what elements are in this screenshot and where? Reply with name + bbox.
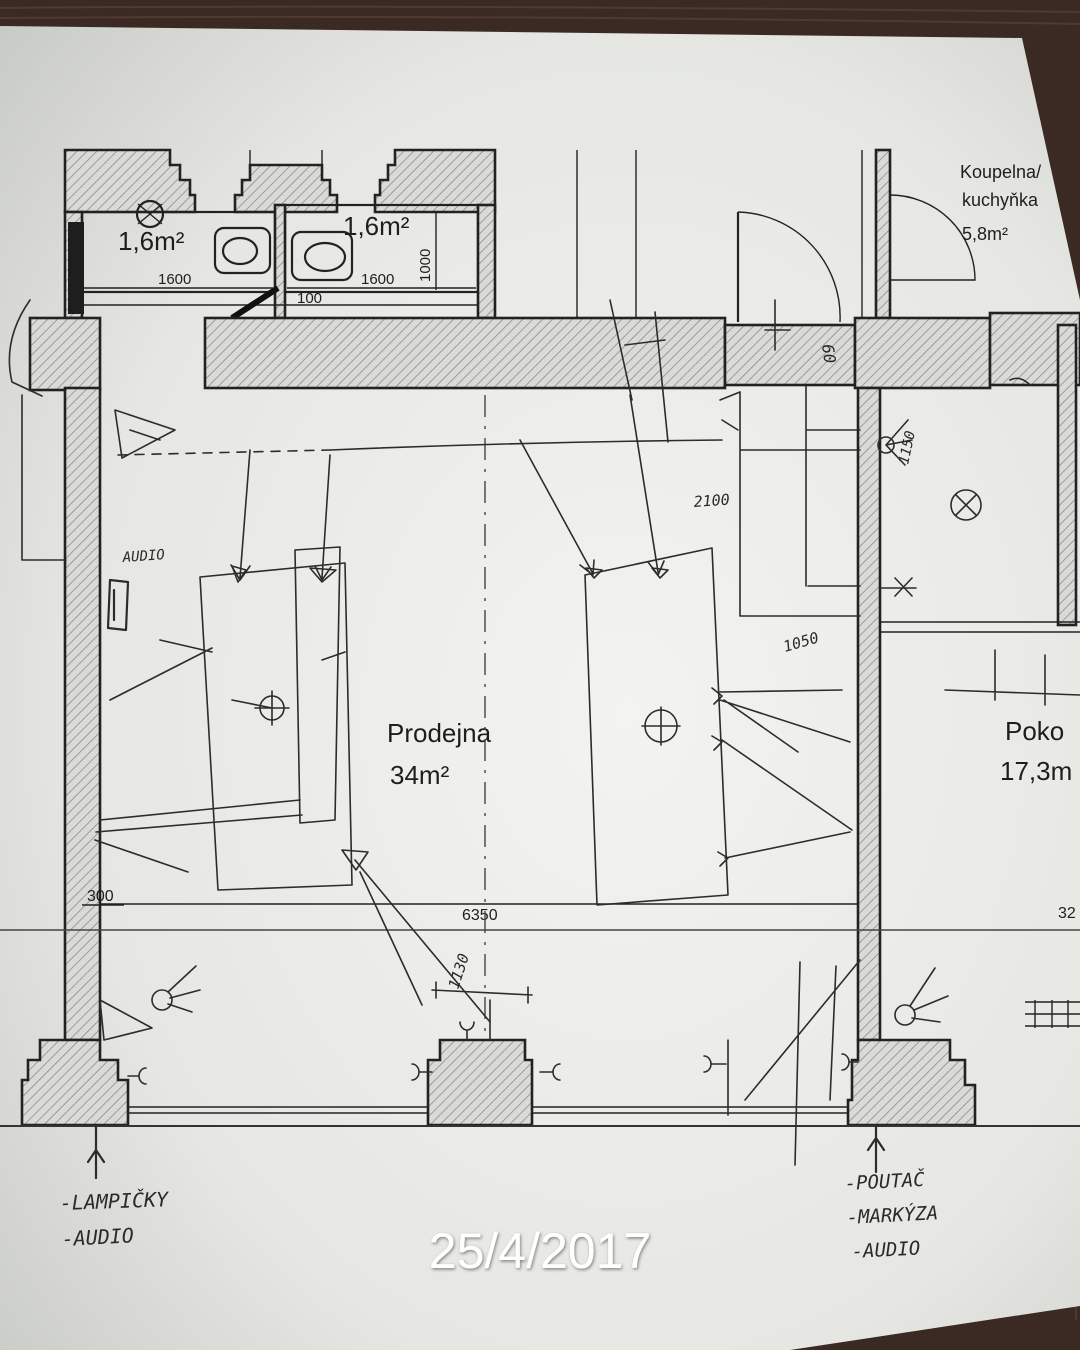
left-list-item: -AUDIO [61, 1223, 134, 1251]
pilaster-wall [233, 163, 339, 214]
sketch-arrow [519, 439, 595, 576]
outlet-symbol [539, 1063, 561, 1081]
sink-cross [137, 203, 163, 225]
handwritten-dimension: 60 [818, 343, 839, 365]
toilet-divider-wall [273, 203, 287, 320]
right-list-item: -POUTAČ [844, 1167, 926, 1195]
sketch-mark [879, 577, 917, 597]
audio-label: AUDIO [121, 547, 165, 566]
toilet-right-width: 1600 [361, 271, 394, 288]
outlet-symbol [127, 1067, 147, 1085]
sketch-corner-curve [8, 299, 43, 397]
handwritten-dimension: 2100 [693, 491, 730, 511]
sketch-light-rays [885, 419, 913, 466]
toilet-left-width: 1600 [158, 271, 191, 288]
sketch-line [764, 299, 791, 351]
right-list-item: -MARKÝZA [846, 1201, 939, 1229]
hand-sketches [8, 299, 1080, 1180]
sketch-line [94, 839, 189, 873]
pillar-middle [426, 1038, 534, 1127]
toilet-right-wall [476, 203, 497, 320]
date-stamp: 25/4/2017 [429, 1223, 651, 1279]
sketch-light-cross [955, 494, 977, 516]
dimension-middle: 6350 [462, 907, 498, 924]
handwritten-dimension: 1150 [896, 430, 919, 466]
partition-wall [856, 386, 882, 1042]
shop-area: 34m² [390, 760, 450, 790]
handwritten-notes: AUDIO 2100 1050 1150 60 1130 -LAMPIČKY -… [59, 343, 938, 1263]
sketch-ceiling-line [117, 449, 331, 456]
left-wall [63, 386, 102, 1042]
sketch-light-rays [167, 965, 201, 1013]
corner-wall-block [28, 316, 102, 392]
right-top-wall [853, 316, 992, 390]
stair-lines [1025, 1000, 1080, 1028]
toilet-bowl-right [290, 230, 354, 282]
sketch-light-fixture [877, 436, 895, 454]
sketch-shelving [739, 385, 861, 617]
bathroom-label-2: kuchyňka [962, 190, 1039, 210]
sketch-line [719, 391, 741, 431]
sketch-arrow [86, 1124, 106, 1180]
sketch-line [109, 639, 346, 709]
sketch-light-rays [909, 967, 949, 1023]
left-list-item: -LAMPIČKY [59, 1187, 170, 1215]
sketch-mark [585, 567, 669, 579]
sketch-mark [231, 565, 369, 871]
room-area: 17,3m [1000, 756, 1072, 786]
sketch-shelf [95, 799, 303, 833]
room-partial-wall [1056, 323, 1078, 627]
dimension-right: 32 [1058, 905, 1076, 922]
sketch-light-fixture [894, 1004, 916, 1026]
dimension-left: 300 [87, 888, 114, 905]
toilet-bowl-left [213, 226, 272, 275]
toilet-right-area: 1,6m² [343, 211, 410, 241]
kitchen-door-swing [889, 194, 976, 281]
sketch-dimension [431, 981, 533, 1041]
dark-wall-strip [68, 222, 84, 314]
toilet-seat-left [221, 236, 259, 266]
right-list-item: -AUDIO [851, 1237, 921, 1263]
sketch-line [744, 959, 861, 1166]
pilaster-wall [373, 148, 497, 214]
bathroom-area: 5,8m² [962, 224, 1008, 244]
sketch-spotlight [114, 409, 176, 459]
sketch-arrow [866, 1124, 886, 1174]
gap-dimension: 100 [297, 290, 322, 307]
speaker-symbol [106, 578, 130, 632]
toilet-door-leaf [230, 285, 280, 321]
outlet-symbol [703, 1055, 727, 1073]
sketch-arrow [314, 454, 332, 581]
sketch-left-box [21, 394, 67, 561]
sketch-light-rays [719, 689, 853, 859]
printed-plan: 1,6m² 1,6m² 1600 1600 1000 100 Koupelna/… [0, 148, 1080, 1127]
outlet-symbol [841, 1053, 859, 1071]
sketch-light-cross [641, 706, 681, 746]
doorway-wall-block [723, 323, 857, 387]
toilet-left-area: 1,6m² [118, 226, 185, 256]
sketch-light-fixture [950, 489, 982, 521]
sketch-display-left [199, 562, 353, 891]
room-name: Poko [1005, 716, 1064, 746]
toilet-seat-right [303, 241, 347, 273]
outlet-symbol [411, 1063, 433, 1081]
sketch-light-fixture [151, 989, 173, 1011]
sketch-mark [711, 687, 729, 867]
sketch-spotlight [99, 999, 153, 1041]
sketch-line [609, 299, 669, 443]
sink [135, 199, 165, 229]
toilet-right-depth: 1000 [417, 249, 434, 282]
sketch-display-right [584, 547, 729, 906]
bathroom-side-wall [874, 148, 892, 320]
bathroom-door-swing [737, 211, 841, 323]
shop-name: Prodejna [387, 718, 492, 748]
paper-sheet [0, 26, 1080, 1350]
outlet-symbol [459, 1021, 475, 1041]
sketch-line [354, 859, 491, 1023]
bathroom-label-1: Koupelna/ [960, 162, 1041, 182]
sketch-display-inner [294, 546, 341, 824]
main-top-wall [203, 316, 727, 390]
sketch-line [944, 377, 1080, 706]
